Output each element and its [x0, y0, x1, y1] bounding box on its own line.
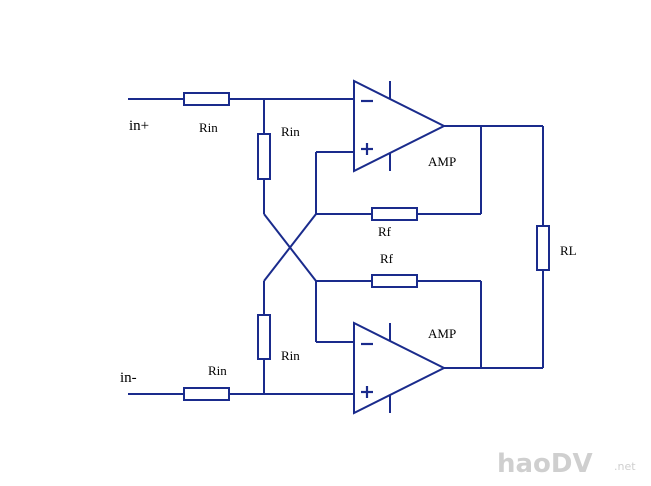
label-rin-bottom-shunt: Rin [281, 348, 300, 363]
label-in-plus: in+ [129, 118, 149, 134]
label-rin-top-shunt: Rin [281, 124, 300, 139]
label-rf-bottom: Rf [380, 251, 394, 266]
label-rin-top-series: Rin [199, 120, 218, 135]
label-in-minus: in- [120, 370, 137, 386]
label-amp-top: AMP [428, 154, 456, 169]
rin-top-series-resistor [183, 92, 230, 106]
top-amp-plus-wire [315, 151, 354, 214]
bottom-amplifier [353, 321, 447, 415]
rin-bottom-series-resistor [183, 387, 230, 401]
top-amplifier [353, 79, 447, 173]
label-rf-top: Rf [378, 224, 392, 239]
cross-wires [263, 213, 317, 282]
watermark-tld: .net [614, 460, 636, 473]
rin-bottom-shunt-resistor [257, 314, 271, 360]
rf-top-resistor [371, 207, 418, 221]
bottom-amp-minus-wire [315, 281, 354, 343]
watermark-main: haoDV [497, 449, 593, 479]
label-rin-bottom-series: Rin [208, 363, 227, 378]
rf-top-wire [316, 126, 482, 215]
watermark: haoDV .net [497, 449, 636, 479]
rf-bottom-resistor [371, 274, 418, 288]
label-amp-bottom: AMP [428, 326, 456, 341]
rin-top-shunt-resistor [257, 133, 271, 180]
top-amp-output-wire [444, 125, 544, 368]
rf-bottom-wire [316, 280, 482, 368]
rl-resistor [536, 225, 550, 271]
label-rl: RL [560, 243, 577, 258]
